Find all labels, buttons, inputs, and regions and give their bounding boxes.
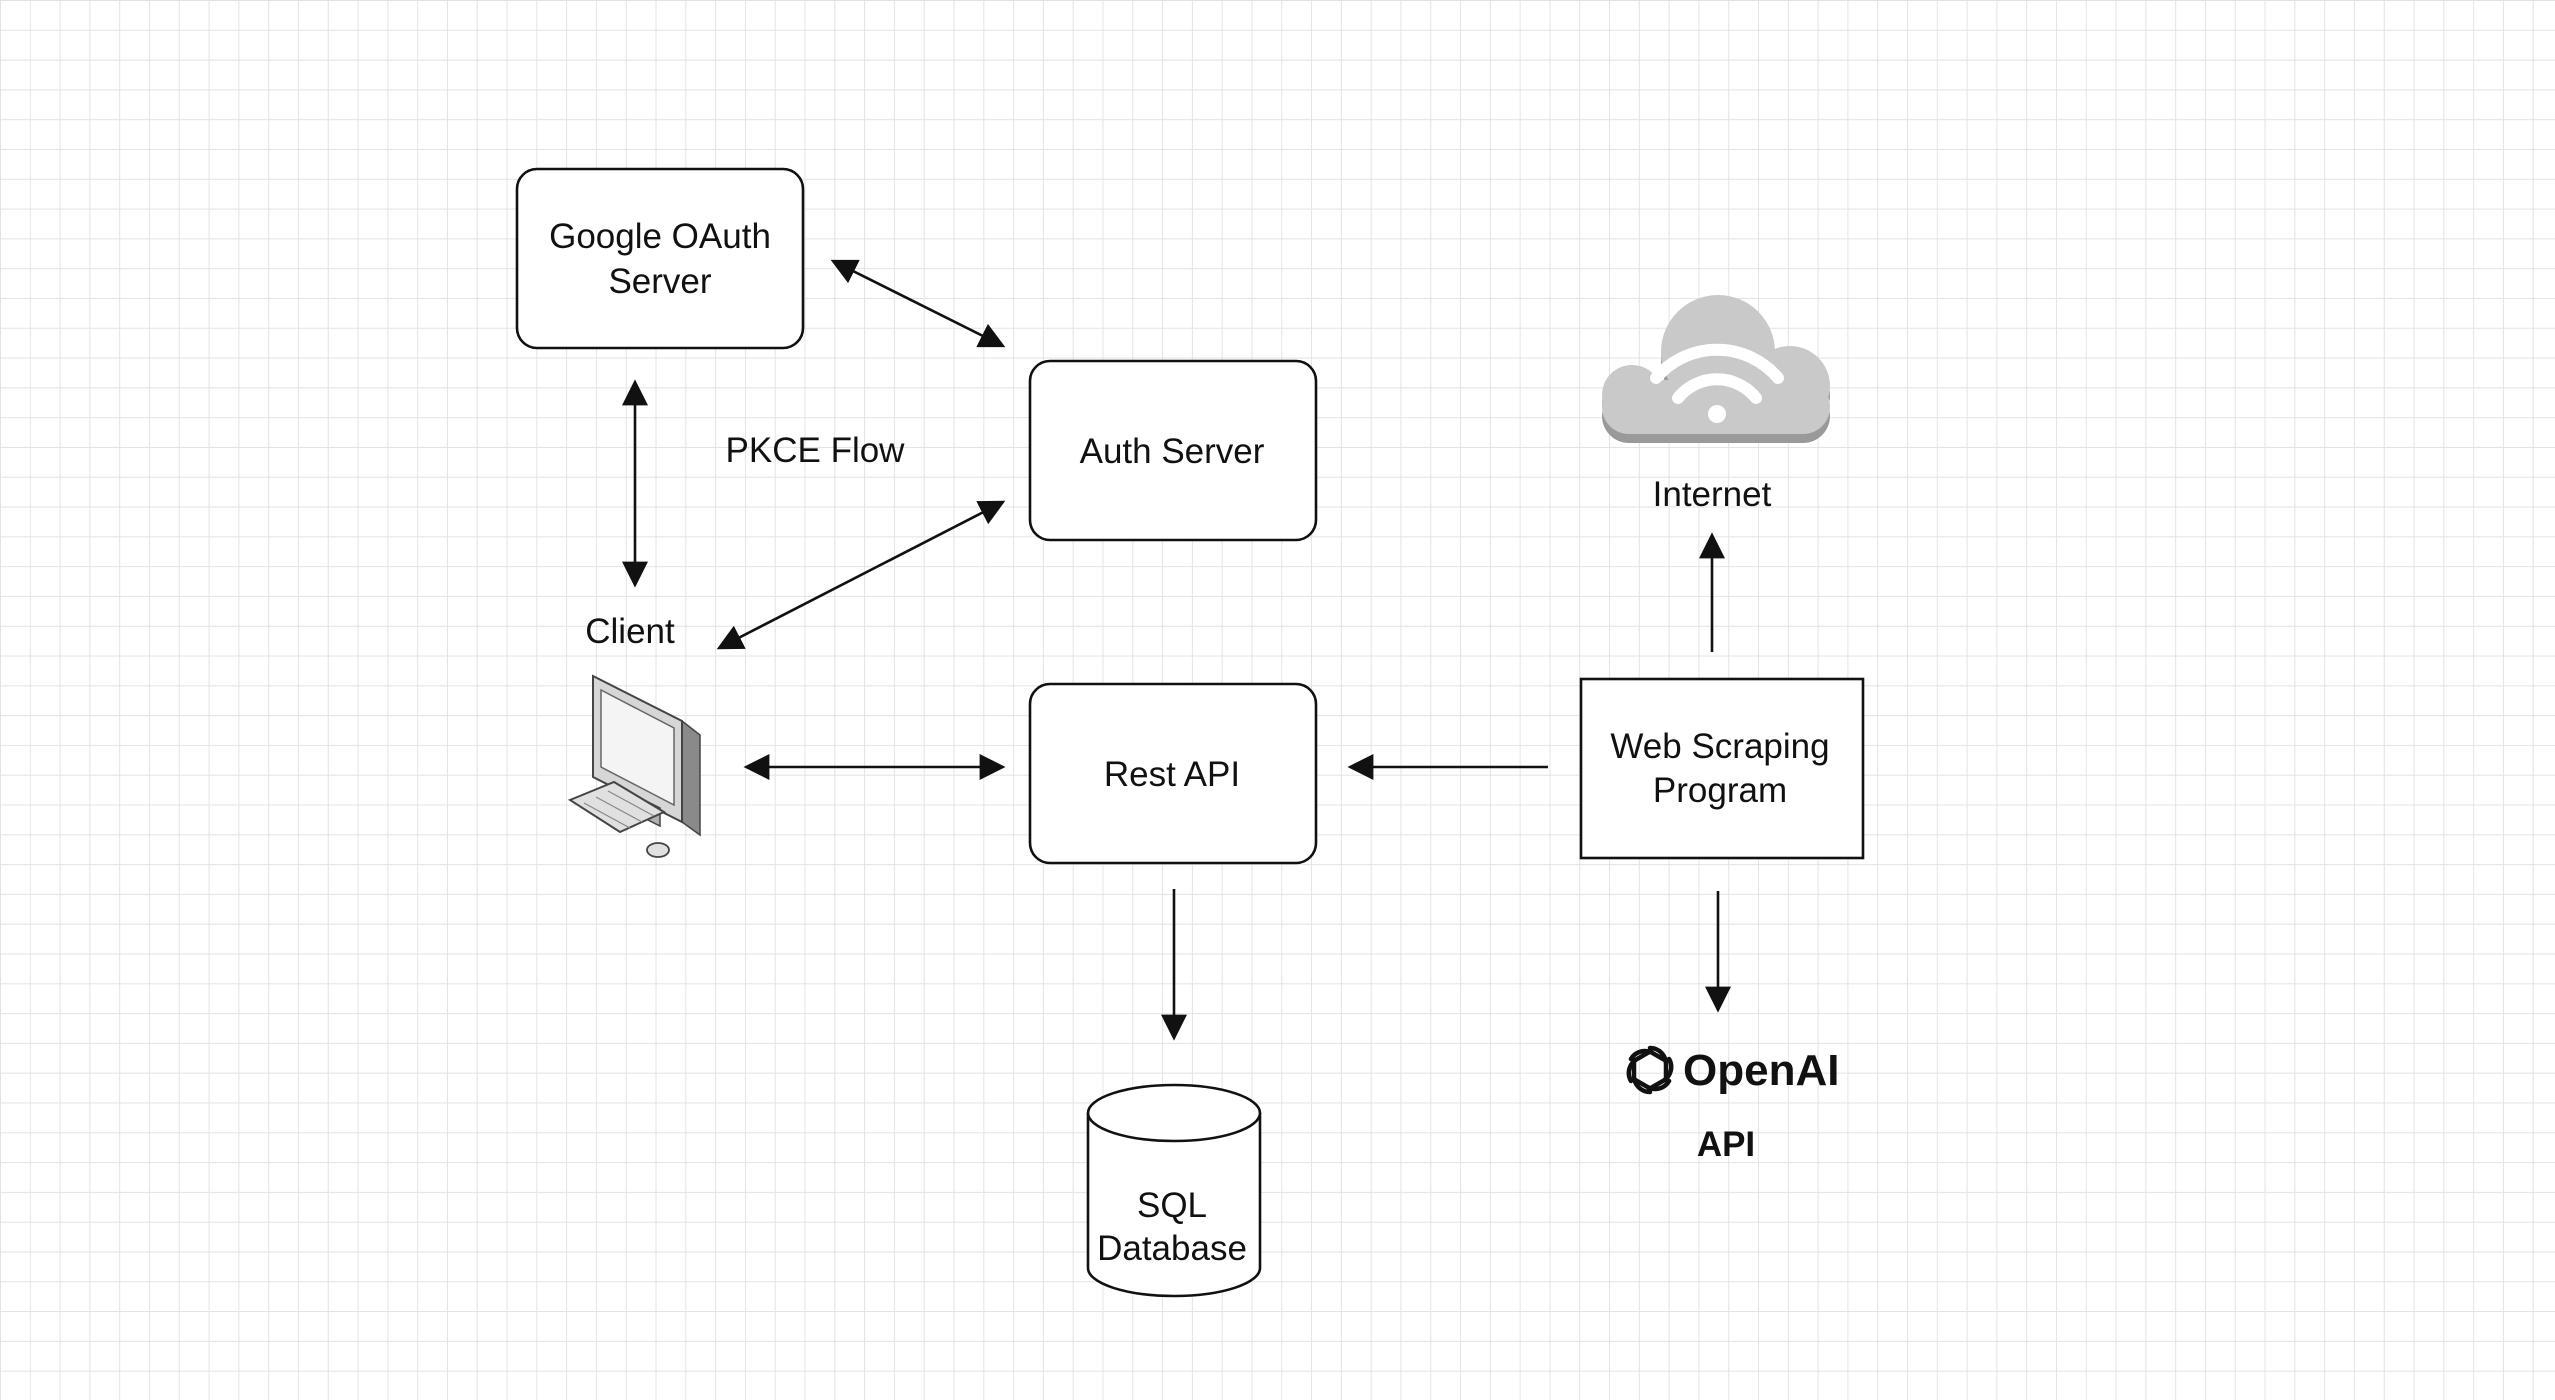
openai-api-node[interactable]: OpenAI API: [1623, 1045, 1840, 1164]
desktop-computer-icon: [567, 674, 701, 858]
connector-google-auth[interactable]: [830, 259, 1006, 348]
web-scraping-program-node[interactable]: Web Scraping Program: [1579, 677, 1865, 860]
cloud-wifi-icon: [1602, 295, 1830, 443]
sql-database-label-line2: Database: [1097, 1229, 1247, 1268]
google-oauth-server-label-line2: Server: [608, 262, 711, 301]
internet-node[interactable]: Internet: [1602, 295, 1830, 514]
google-oauth-server-label-line1: Google OAuth: [549, 217, 771, 256]
client-label: Client: [585, 612, 675, 651]
sql-database-label-line1: SQL: [1137, 1186, 1207, 1225]
openai-logo-text: OpenAI: [1683, 1046, 1839, 1095]
internet-label: Internet: [1653, 475, 1772, 514]
auth-server-node[interactable]: Auth Server: [1028, 359, 1318, 542]
connector-client-auth[interactable]: [716, 500, 1006, 650]
web-scraping-program-label-line2: Program: [1653, 771, 1787, 810]
openai-logo-icon: [1626, 1045, 1674, 1095]
web-scraping-program-label-line1: Web Scraping: [1610, 727, 1829, 766]
database-cylinder-icon: [1086, 1083, 1262, 1298]
google-oauth-server-node[interactable]: Google OAuth Server: [515, 167, 805, 350]
rest-api-node[interactable]: Rest API: [1028, 682, 1318, 865]
pkce-flow-label: PKCE Flow: [726, 431, 906, 470]
rest-api-label: Rest API: [1104, 755, 1240, 794]
client-node[interactable]: Client: [567, 612, 701, 858]
sql-database-node[interactable]: SQL Database: [1086, 1083, 1262, 1298]
openai-api-label: API: [1697, 1125, 1755, 1164]
auth-server-label: Auth Server: [1080, 432, 1265, 471]
